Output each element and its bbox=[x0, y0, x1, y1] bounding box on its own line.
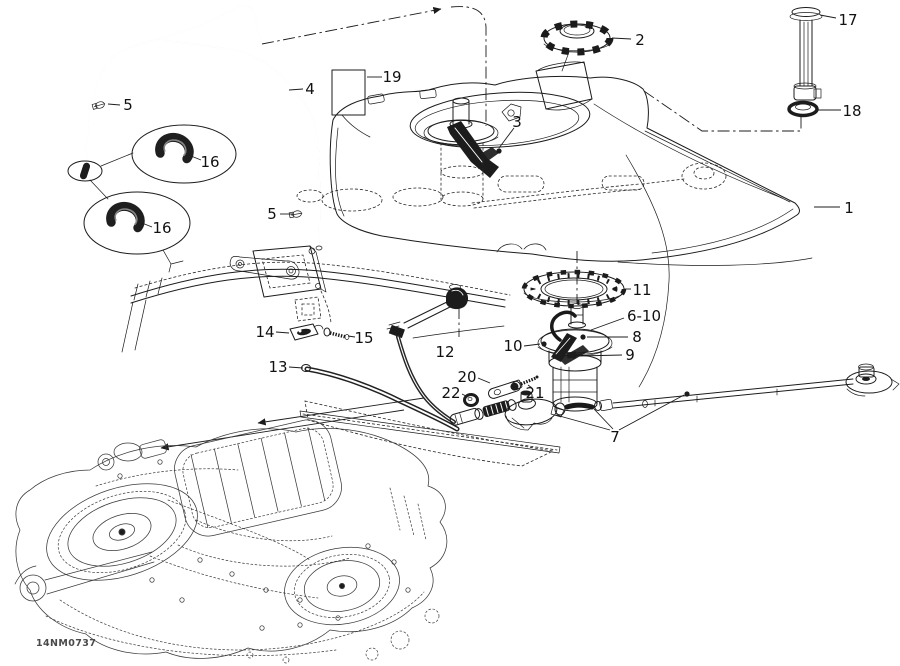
callout-leader-16 bbox=[190, 155, 202, 161]
callout-8: 8 bbox=[632, 328, 642, 346]
callout-7: 7 bbox=[610, 428, 620, 446]
callout-dot-8 bbox=[580, 334, 586, 340]
callout-leader-2 bbox=[611, 37, 632, 40]
fuel-hose-12 bbox=[386, 284, 469, 424]
callout-leader-13 bbox=[288, 366, 304, 369]
callout-15: 15 bbox=[354, 329, 373, 347]
callout-9: 9 bbox=[625, 346, 635, 364]
callout-leader-21 bbox=[527, 384, 533, 389]
fuel-line-fittings bbox=[449, 399, 517, 426]
detail-bubble-upper bbox=[131, 124, 237, 184]
reference-centerlines bbox=[261, 6, 802, 337]
callout-dot-9 bbox=[571, 353, 577, 359]
frame-bracket bbox=[121, 245, 511, 353]
callout-leader-7 bbox=[593, 408, 614, 430]
callout-17: 17 bbox=[838, 11, 857, 29]
nut-22 bbox=[463, 393, 479, 407]
callout-leader-10 bbox=[523, 343, 541, 347]
callout-13: 13 bbox=[268, 358, 287, 376]
callout-2: 2 bbox=[635, 31, 645, 49]
engine-assembly bbox=[14, 419, 448, 664]
callout-leader-22 bbox=[461, 393, 469, 398]
callout-leader-7 bbox=[618, 394, 685, 431]
callout-leader-9 bbox=[578, 354, 623, 357]
drawing-number: 14NM0737 bbox=[36, 638, 96, 649]
callout-leader-17 bbox=[819, 14, 837, 19]
callout-12: 12 bbox=[435, 343, 454, 361]
callout-18: 18 bbox=[842, 102, 861, 120]
fuel-pump-in-tank bbox=[423, 97, 499, 207]
fuel-dipstick bbox=[789, 7, 823, 101]
callout-leader-20 bbox=[477, 377, 491, 384]
callout-leader-15 bbox=[347, 335, 356, 338]
callout-19: 19 bbox=[382, 68, 401, 86]
filler-neck bbox=[535, 61, 593, 111]
callout-leader-7 bbox=[555, 414, 611, 431]
callout-6-10: 6-10 bbox=[627, 307, 661, 325]
callout-5: 5 bbox=[267, 205, 277, 223]
callout-11: 11 bbox=[632, 281, 651, 299]
vent-line-tube bbox=[84, 5, 323, 251]
dipstick-grommet bbox=[787, 100, 819, 118]
callout-10: 10 bbox=[503, 337, 522, 355]
callout-22: 22 bbox=[441, 384, 460, 402]
callout-5: 5 bbox=[123, 96, 133, 114]
callout-dot-3 bbox=[496, 148, 502, 154]
callout-3: 3 bbox=[512, 113, 522, 131]
hose-clamp-upper bbox=[91, 101, 106, 110]
grommet-callout-ellipse bbox=[67, 152, 134, 200]
pump-bracket-disc bbox=[504, 390, 565, 431]
callout-14: 14 bbox=[255, 323, 274, 341]
callout-dot-7 bbox=[684, 391, 690, 397]
detail-bubble-lower bbox=[83, 191, 191, 255]
decal-19 bbox=[331, 69, 371, 138]
callout-leader-14 bbox=[275, 331, 290, 334]
fuel-hose-13 bbox=[301, 364, 460, 432]
bracket-20 bbox=[488, 380, 521, 399]
hose-clamp-lower bbox=[288, 210, 303, 219]
engine-connection-arrows bbox=[160, 397, 425, 451]
callout-dot-10 bbox=[541, 341, 547, 347]
callout-leader-6-10 bbox=[590, 317, 625, 331]
latch-14 bbox=[289, 323, 324, 341]
fuel-cap bbox=[540, 20, 614, 72]
callout-21: 21 bbox=[525, 384, 544, 402]
fuel-tank bbox=[296, 75, 813, 388]
screw-15 bbox=[323, 327, 350, 340]
callout-4: 4 bbox=[305, 80, 315, 98]
callout-16: 16 bbox=[152, 219, 171, 237]
phantom-frame-strip bbox=[299, 400, 561, 467]
callout-leader-3 bbox=[498, 127, 515, 149]
pump-locking-ring bbox=[521, 269, 627, 309]
callout-16: 16 bbox=[200, 153, 219, 171]
callout-1: 1 bbox=[844, 199, 854, 217]
fuel-supply-line bbox=[554, 363, 900, 416]
screw-21 bbox=[512, 375, 539, 390]
callout-20: 20 bbox=[457, 368, 476, 386]
callout-leader-4 bbox=[288, 88, 304, 91]
callout-leader-5 bbox=[107, 103, 121, 106]
callout-leader-16 bbox=[141, 222, 153, 228]
